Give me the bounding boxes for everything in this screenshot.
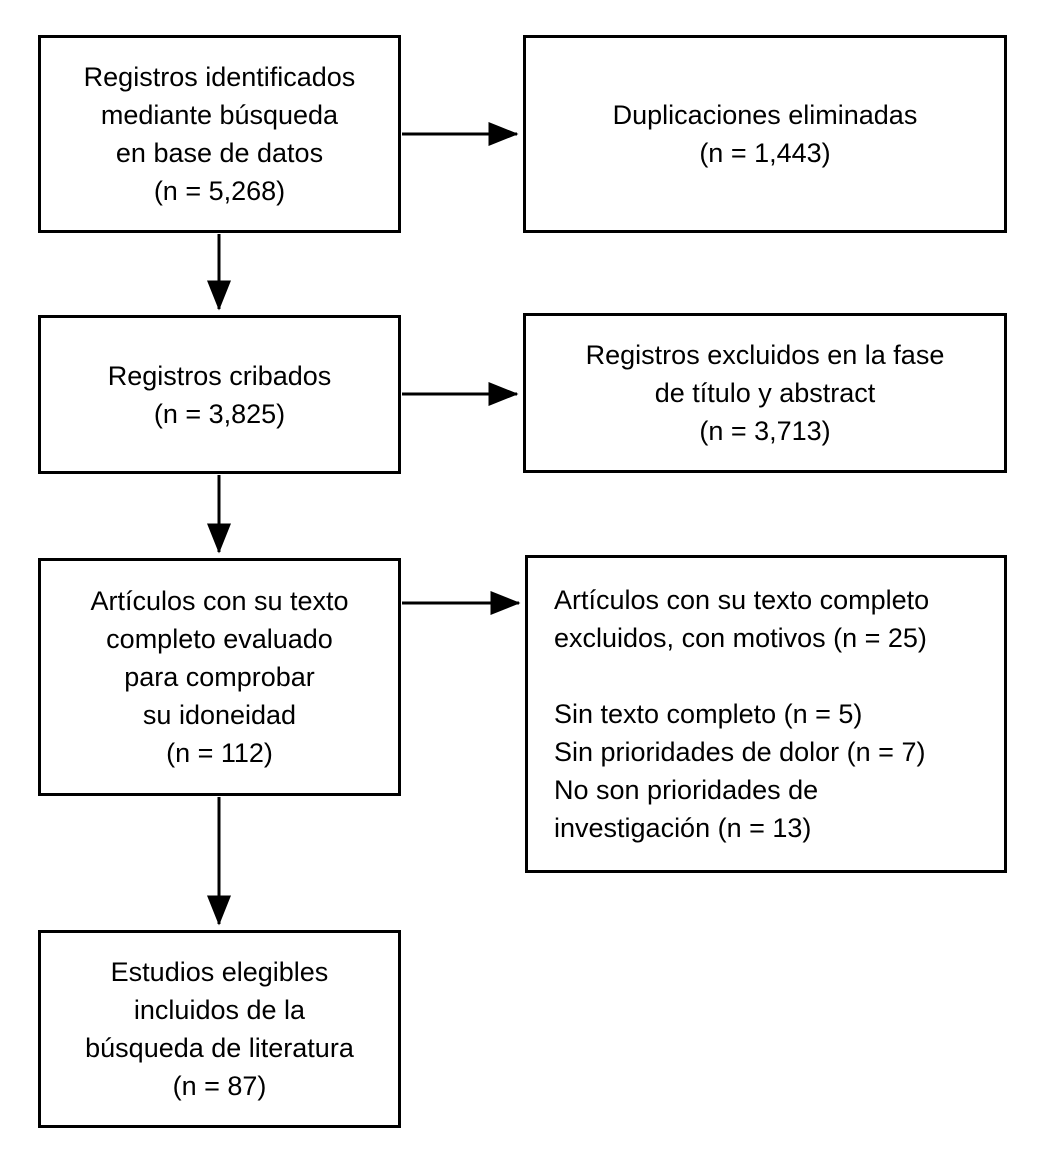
flow-box-screened: Registros cribados (n = 3,825) bbox=[38, 315, 401, 474]
flow-box-duplicates-removed: Duplicaciones eliminadas (n = 1,443) bbox=[523, 35, 1007, 233]
flow-box-excluded-title-abstract-text: Registros excluidos en la fase de título… bbox=[585, 340, 945, 446]
flow-box-fulltext-excluded-text: Artículos con su texto completo excluido… bbox=[554, 585, 930, 843]
flow-box-included: Estudios elegibles incluidos de la búsqu… bbox=[38, 930, 401, 1128]
flow-box-identified-text: Registros identificados mediante búsqued… bbox=[83, 62, 356, 206]
flow-box-identified: Registros identificados mediante búsqued… bbox=[38, 35, 401, 233]
flow-box-screened-text: Registros cribados (n = 3,825) bbox=[107, 360, 332, 429]
flow-box-fulltext-assessed-text: Artículos con su texto completo evaluado… bbox=[90, 586, 349, 768]
flow-box-duplicates-removed-text: Duplicaciones eliminadas (n = 1,443) bbox=[612, 100, 918, 168]
flow-box-fulltext-assessed: Artículos con su texto completo evaluado… bbox=[38, 558, 401, 796]
flow-box-excluded-title-abstract: Registros excluidos en la fase de título… bbox=[523, 313, 1007, 473]
flow-box-included-text: Estudios elegibles incluidos de la búsqu… bbox=[85, 957, 354, 1101]
flow-box-fulltext-excluded: Artículos con su texto completo excluido… bbox=[525, 555, 1007, 873]
